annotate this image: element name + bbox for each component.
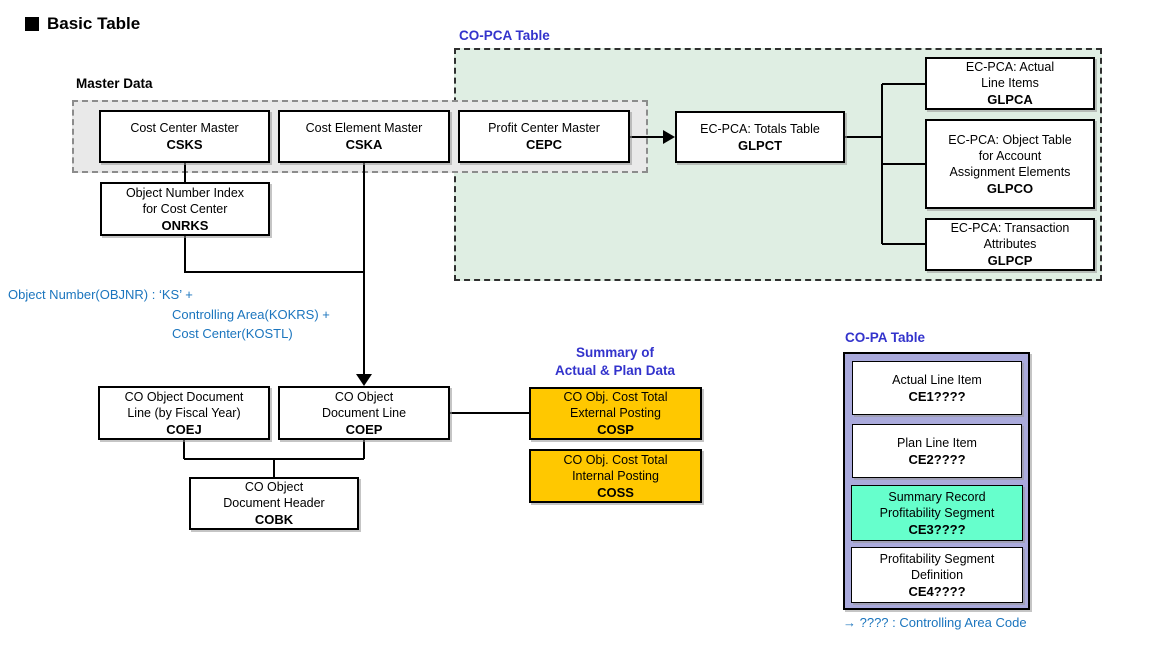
table-title: EC-PCA: Totals Table — [700, 121, 820, 136]
table-box-glpct: EC-PCA: Totals Table GLPCT — [675, 111, 845, 163]
table-title: Plan Line Item — [897, 435, 977, 450]
table-title: CO Obj. Cost Total — [563, 452, 668, 467]
table-box-onrks: Object Number Index for Cost Center ONRK… — [100, 182, 270, 236]
objnr-note-line2: Controlling Area(KOKRS) + — [172, 307, 330, 322]
table-box-glpcp: EC-PCA: Transaction Attributes GLPCP — [925, 218, 1095, 271]
table-code: GLPCP — [987, 253, 1033, 268]
table-box-ce3: Summary Record Profitability Segment CE3… — [851, 485, 1023, 541]
table-box-cosp: CO Obj. Cost Total External Posting COSP — [529, 387, 702, 440]
table-code: CEPC — [525, 137, 563, 152]
table-title: Summary Record — [888, 489, 986, 504]
table-title: for Cost Center — [142, 201, 228, 216]
page-title: Basic Table — [25, 14, 140, 34]
table-title: Line (by Fiscal Year) — [127, 405, 241, 420]
table-box-cobk: CO Object Document Header COBK — [189, 477, 359, 530]
table-code: CE3???? — [908, 521, 966, 537]
table-box-coss: CO Obj. Cost Total Internal Posting COSS — [529, 449, 702, 503]
table-title: Assignment Elements — [949, 164, 1071, 179]
table-title: CO Object — [244, 480, 304, 494]
connector-cobk-bracket — [183, 440, 365, 477]
table-title: External Posting — [569, 406, 662, 420]
summary-label-line2: Actual & Plan Data — [554, 363, 676, 378]
co-pa-footnote: → ???? : Controlling Area Code — [843, 615, 1027, 630]
table-title: CO Obj. Cost Total — [563, 390, 668, 404]
arrowhead-down-coep — [356, 374, 372, 386]
table-code: CE1???? — [908, 388, 966, 404]
table-title: Document Header — [223, 496, 325, 510]
table-box-glpca: EC-PCA: Actual Line Items GLPCA — [925, 57, 1095, 110]
table-title: Attributes — [983, 237, 1037, 251]
table-box-coep: CO Object Document Line COEP — [278, 386, 450, 440]
table-title: CO Object — [334, 389, 394, 404]
table-box-ce4: Profitability Segment Definition CE4???? — [851, 547, 1023, 603]
table-box-coej: CO Object Document Line (by Fiscal Year)… — [98, 386, 270, 440]
table-title: Profitability Segment — [879, 505, 995, 520]
table-box-csks: Cost Center Master CSKS — [99, 110, 270, 163]
table-box-ce1: Actual Line Item CE1???? — [852, 361, 1022, 415]
table-box-cepc: Profit Center Master CEPC — [458, 110, 630, 163]
page-title-text: Basic Table — [47, 14, 141, 33]
table-code: CSKA — [345, 137, 383, 152]
table-code: CE2???? — [908, 451, 966, 467]
table-code: GLPCA — [987, 92, 1033, 107]
table-code: GLPCT — [737, 137, 783, 153]
table-title: Line Items — [981, 76, 1039, 90]
table-title: Definition — [910, 567, 964, 582]
co-pca-table-label: CO-PCA Table — [459, 28, 550, 43]
table-code: GLPCO — [986, 180, 1034, 196]
table-code: COEJ — [166, 421, 202, 437]
connector-onrks-join — [184, 236, 364, 273]
table-title: Profitability Segment — [879, 551, 995, 566]
arrowhead-right-glpct — [663, 130, 675, 144]
table-code: COEP — [345, 421, 383, 437]
table-title: EC-PCA: Transaction — [950, 221, 1070, 235]
title-bullet-icon — [25, 17, 39, 31]
table-box-cska: Cost Element Master CSKA — [278, 110, 450, 163]
objnr-note-line1: Object Number(OBJNR) : ‘KS’ + — [8, 287, 193, 302]
summary-label: Summary of Actual & Plan Data — [515, 344, 715, 380]
table-box-glpco: EC-PCA: Object Table for Account Assignm… — [925, 119, 1095, 209]
table-title: EC-PCA: Object Table — [948, 132, 1072, 147]
connector-glpct-branch — [845, 83, 925, 245]
table-title: Internal Posting — [572, 468, 659, 483]
table-code: CSKS — [166, 137, 203, 152]
table-code: COSS — [597, 484, 634, 500]
summary-label-line1: Summary of — [575, 345, 655, 360]
table-title: Cost Element Master — [305, 121, 423, 135]
objnr-note-line3: Cost Center(KOSTL) — [172, 326, 293, 341]
table-code: COSP — [597, 422, 634, 437]
table-code: CE4???? — [908, 583, 966, 599]
table-code: COBK — [254, 512, 294, 527]
table-title: Object Number Index — [125, 185, 245, 200]
table-title: Profit Center Master — [488, 121, 600, 135]
table-code: ONRKS — [161, 217, 209, 233]
table-title: Actual Line Item — [892, 372, 982, 387]
table-title: CO Object Document — [124, 389, 244, 404]
table-title: Document Line — [321, 405, 407, 420]
table-title: EC-PCA: Actual — [965, 60, 1055, 74]
table-title: Cost Center Master — [130, 121, 239, 135]
co-pa-table-label: CO-PA Table — [845, 330, 926, 345]
table-box-ce2: Plan Line Item CE2???? — [852, 424, 1022, 478]
master-data-label: Master Data — [76, 76, 153, 91]
table-title: for Account — [978, 148, 1042, 163]
